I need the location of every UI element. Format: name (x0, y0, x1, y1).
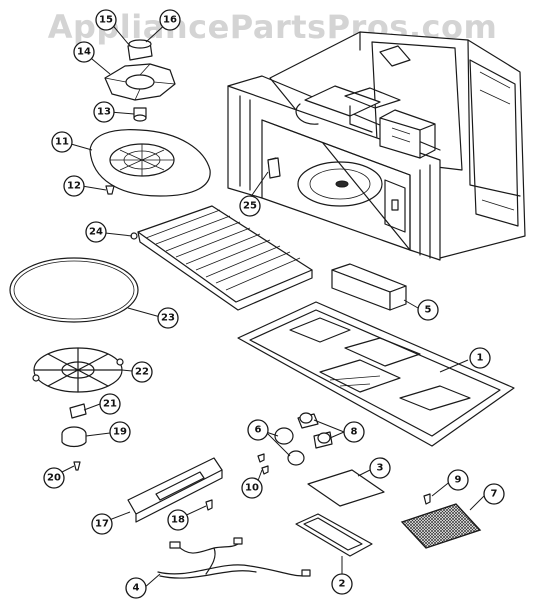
svg-text:7: 7 (491, 489, 498, 500)
svg-text:3: 3 (377, 463, 384, 474)
oven-cavity-assembly (227, 31, 526, 261)
part-23-turntable-ring (9, 257, 139, 323)
part-10-screw (257, 453, 269, 475)
callout-21: 21 (99, 393, 121, 415)
callout-6: 6 (247, 419, 269, 441)
svg-text:10: 10 (245, 483, 259, 494)
callout-1: 1 (469, 347, 491, 369)
part-14-fan (104, 63, 176, 101)
part-22-roller-guide (32, 347, 124, 393)
svg-text:15: 15 (99, 15, 113, 26)
part-2-light-cover (295, 513, 373, 557)
svg-text:2: 2 (339, 579, 346, 590)
svg-text:9: 9 (455, 475, 462, 486)
callout-15: 15 (95, 9, 117, 31)
callout-5: 5 (417, 299, 439, 321)
svg-text:13: 13 (97, 107, 111, 118)
part-12-screw (105, 185, 115, 195)
svg-text:5: 5 (425, 305, 432, 316)
svg-text:12: 12 (67, 181, 81, 192)
callout-4: 4 (125, 577, 147, 599)
svg-text:8: 8 (351, 427, 358, 438)
part-13-coupler (133, 107, 147, 122)
callout-9: 9 (447, 469, 469, 491)
svg-text:6: 6 (255, 425, 262, 436)
part-20-screw (73, 461, 81, 471)
part-7-grease-filter (400, 503, 482, 549)
part-17-bracket (127, 457, 223, 523)
part-24-rack (130, 205, 313, 311)
callout-10: 10 (241, 477, 263, 499)
svg-text:22: 22 (135, 367, 149, 378)
callout-12: 12 (63, 175, 85, 197)
svg-text:16: 16 (163, 15, 177, 26)
callout-19: 19 (109, 421, 131, 443)
part-21-motor-clip (69, 403, 87, 419)
callout-11: 11 (51, 131, 73, 153)
svg-text:25: 25 (243, 201, 257, 212)
part-5-module (331, 263, 407, 311)
callout-25: 25 (239, 195, 261, 217)
callout-2: 2 (331, 573, 353, 595)
part-1-base-plate (237, 301, 515, 447)
svg-text:24: 24 (89, 227, 103, 238)
svg-text:18: 18 (171, 515, 185, 526)
callout-14: 14 (73, 41, 95, 63)
part-19-turntable-motor (61, 426, 87, 448)
part-6-lamp (274, 427, 305, 466)
callout-24: 24 (85, 221, 107, 243)
callout-3: 3 (369, 457, 391, 479)
svg-text:1: 1 (477, 353, 484, 364)
part-4-wire-harness (157, 537, 311, 579)
svg-text:4: 4 (133, 583, 140, 594)
part-16-motor (127, 39, 153, 61)
svg-text:23: 23 (161, 313, 175, 324)
callout-22: 22 (131, 361, 153, 383)
part-25-latch (267, 157, 281, 179)
svg-text:20: 20 (47, 473, 61, 484)
svg-text:14: 14 (77, 47, 91, 58)
part-8-lamp-socket (297, 412, 333, 449)
callout-8: 8 (343, 421, 365, 443)
part-3-cover-plate (307, 469, 385, 507)
part-18-screw (205, 499, 213, 511)
callout-7: 7 (483, 483, 505, 505)
callout-18: 18 (167, 509, 189, 531)
svg-text:19: 19 (113, 427, 127, 438)
svg-text:11: 11 (55, 137, 69, 148)
callout-23: 23 (157, 307, 179, 329)
part-11-wave-guide-cover (89, 129, 211, 197)
svg-text:17: 17 (95, 519, 109, 530)
callout-13: 13 (93, 101, 115, 123)
svg-text:21: 21 (103, 399, 117, 410)
part-9-screw (423, 493, 431, 505)
callout-20: 20 (43, 467, 65, 489)
callout-17: 17 (91, 513, 113, 535)
callout-16: 16 (159, 9, 181, 31)
